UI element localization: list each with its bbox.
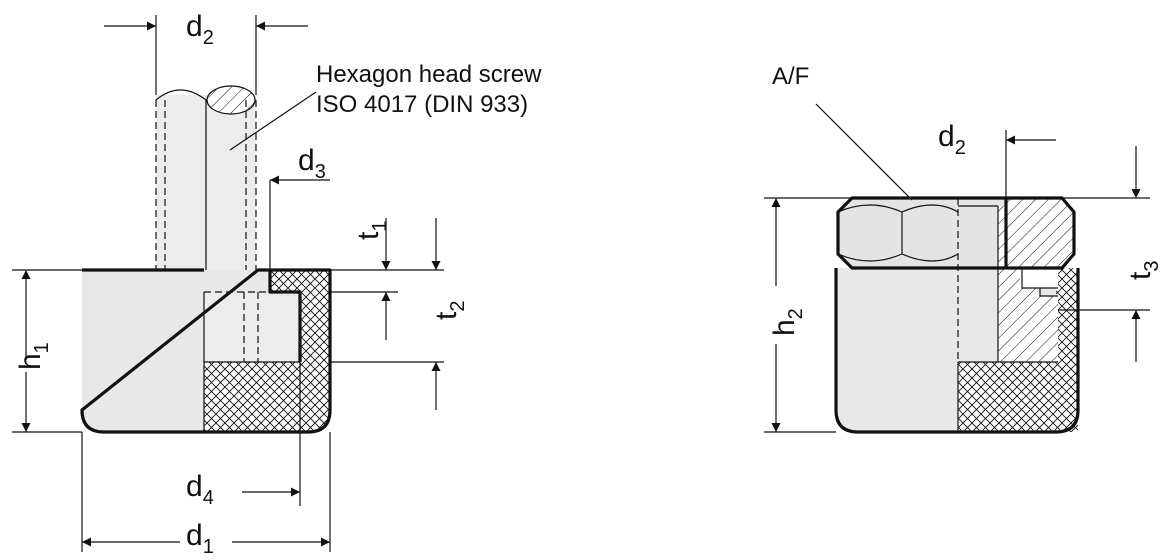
cup-outline bbox=[80, 268, 332, 434]
label-d1: d1 bbox=[186, 519, 214, 558]
label-d2-right: d2 bbox=[938, 120, 966, 159]
label-d3: d3 bbox=[298, 144, 326, 183]
label-d4: d4 bbox=[186, 470, 214, 509]
left-view: d2 d3 d4 d1 t1 t2 h1 Hexagon head screw … bbox=[12, 10, 542, 558]
screw-head bbox=[204, 292, 300, 362]
label-d2: d2 bbox=[186, 10, 214, 49]
label-t3: t3 bbox=[1124, 261, 1163, 280]
right-view: A/F d2 t3 h2 bbox=[764, 63, 1163, 434]
rubber-insert bbox=[204, 362, 308, 432]
callout-line-1: Hexagon head screw bbox=[316, 61, 542, 88]
callout-line-2: ISO 4017 (DIN 933) bbox=[316, 91, 528, 118]
label-t2: t2 bbox=[430, 301, 469, 320]
label-af: A/F bbox=[772, 63, 809, 90]
label-h1: h1 bbox=[14, 342, 53, 370]
label-h2: h2 bbox=[768, 308, 807, 336]
label-t1: t1 bbox=[352, 221, 391, 240]
shank-break-section bbox=[206, 85, 256, 115]
